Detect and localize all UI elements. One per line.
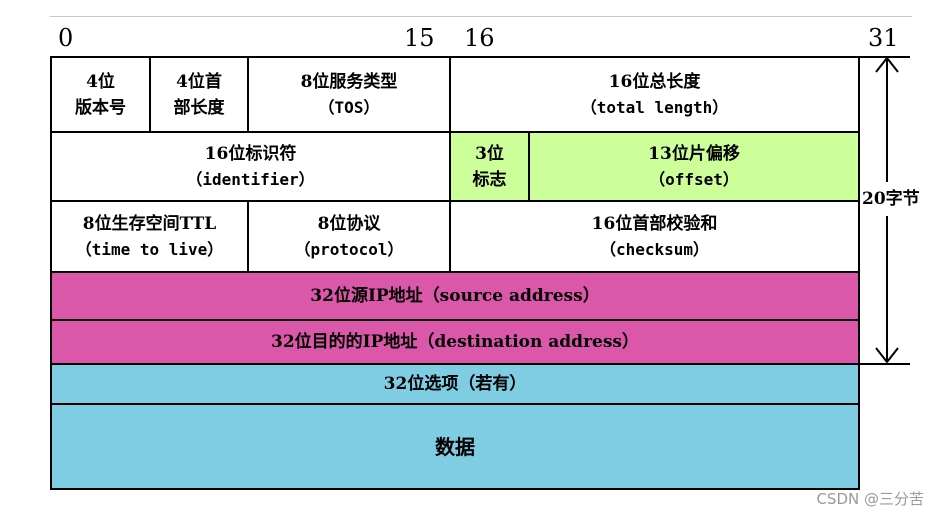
watermark: CSDN @三分苦 xyxy=(816,490,924,508)
header-size-label: 20字节 xyxy=(862,189,920,209)
protocol-english: （protocol） xyxy=(294,239,404,259)
tos-cell: 8位服务类型 （TOS） xyxy=(247,56,451,133)
protocol-cell: 8位协议 （protocol） xyxy=(247,200,451,273)
options-cell: 32位选项（若有） xyxy=(50,363,860,405)
bit-label-15: 15 xyxy=(404,24,435,52)
protocol-label: 8位协议 xyxy=(317,213,381,234)
source-address-label: 32位源IP地址（source address） xyxy=(310,286,600,306)
options-label: 32位选项（若有） xyxy=(383,374,527,394)
checksum-label: 16位首部校验和 xyxy=(591,213,718,234)
total-length-english: （total length） xyxy=(580,97,729,117)
checksum-cell: 16位首部校验和 （checksum） xyxy=(449,200,860,273)
version-cell: 4位 版本号 xyxy=(50,56,151,133)
flags-line2: 标志 xyxy=(472,169,507,190)
destination-address-label: 32位目的的IP地址（destination address） xyxy=(271,332,639,352)
bracket-top-tick xyxy=(858,56,910,58)
identifier-cell: 16位标识符 （identifier） xyxy=(50,131,451,202)
identifier-english: （identifier） xyxy=(186,169,315,189)
tos-english: （TOS） xyxy=(318,97,380,117)
version-line1: 4位 xyxy=(86,71,115,92)
total-length-label: 16位总长度 xyxy=(608,71,701,92)
double-arrow-icon xyxy=(875,56,899,364)
header-length-cell: 4位首 部长度 xyxy=(149,56,249,133)
bit-label-31: 31 xyxy=(868,24,899,52)
data-label: 数据 xyxy=(435,434,475,459)
bracket-bottom-tick xyxy=(858,363,910,365)
header-length-line2: 部长度 xyxy=(173,97,225,118)
total-length-cell: 16位总长度 （total length） xyxy=(449,56,860,133)
ttl-label: 8位生存空间TTL xyxy=(82,213,217,234)
ttl-cell: 8位生存空间TTL （time to live） xyxy=(50,200,249,273)
offset-cell: 13位片偏移 （offset） xyxy=(528,131,860,202)
top-rule xyxy=(50,16,912,17)
identifier-label: 16位标识符 xyxy=(204,143,297,164)
tos-label: 8位服务类型 xyxy=(300,71,398,92)
bit-label-16: 16 xyxy=(464,24,495,52)
data-cell: 数据 xyxy=(50,403,860,490)
version-line2: 版本号 xyxy=(75,97,126,118)
bit-label-0: 0 xyxy=(58,24,74,52)
offset-label: 13位片偏移 xyxy=(648,143,740,164)
source-address-cell: 32位源IP地址（source address） xyxy=(50,271,860,321)
offset-english: （offset） xyxy=(649,169,739,189)
flags-cell: 3位 标志 xyxy=(449,131,530,202)
flags-line1: 3位 xyxy=(475,143,504,164)
header-length-line1: 4位首 xyxy=(176,71,222,92)
checksum-english: （checksum） xyxy=(599,239,710,259)
destination-address-cell: 32位目的的IP地址（destination address） xyxy=(50,319,860,365)
ttl-english: （time to live） xyxy=(75,239,224,259)
